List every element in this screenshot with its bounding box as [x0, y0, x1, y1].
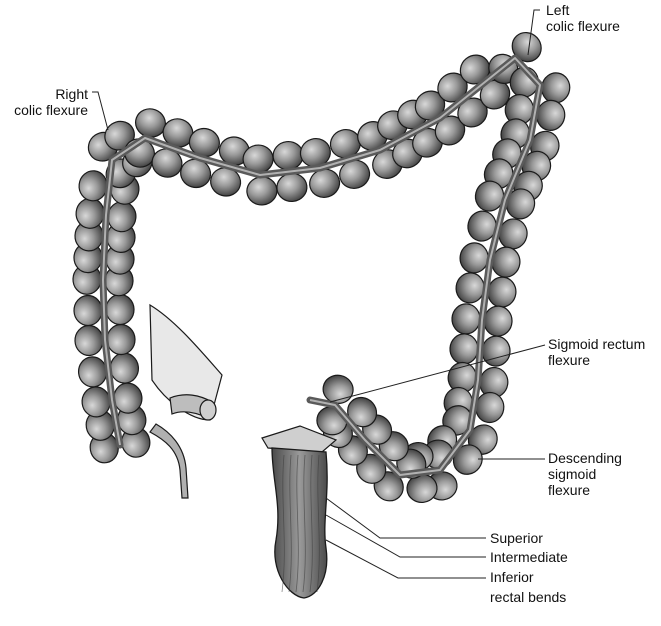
appendix: [149, 303, 223, 499]
label-left-colic-flexure: Left colic flexure: [546, 2, 620, 34]
label-right-colic-line1: Right: [55, 86, 88, 102]
haustrum: [451, 303, 481, 335]
taenia-coli-highlight: [102, 57, 541, 476]
rectum-body: [271, 447, 328, 599]
label-descending-line1: Descending: [548, 450, 622, 466]
rectum-top-cut: [261, 425, 338, 453]
haustrum: [481, 335, 511, 367]
rectum-muscle-fiber: [316, 454, 320, 593]
haustrum: [106, 323, 136, 356]
haustrum: [74, 324, 104, 357]
vermiform-appendix: [149, 423, 189, 499]
rectum-muscle-fiber: [295, 454, 299, 593]
haustrum: [449, 333, 479, 365]
haustrum: [541, 72, 571, 104]
haustrum: [246, 176, 278, 206]
taenia-band: [99, 54, 544, 479]
haustrum: [78, 170, 108, 202]
label-right-colic-line2: colic flexure: [14, 102, 88, 118]
rectum-muscle-fiber: [309, 454, 313, 593]
haustrum: [105, 293, 135, 326]
rectum: [261, 425, 338, 599]
leader-sigmoid-rectum: [329, 344, 546, 403]
label-left-colic-line2: colic flexure: [546, 18, 620, 34]
label-descending-line3: flexure: [548, 482, 591, 498]
rectum-muscle-fiber: [281, 454, 285, 593]
haustrum: [276, 172, 308, 203]
label-sigmoid-rectum-flexure: Sigmoid rectum flexure: [548, 336, 645, 368]
leader-inferior: [325, 539, 486, 579]
haustrum: [109, 352, 140, 384]
leader-left-colic: [527, 9, 540, 56]
label-rectal-bends: rectal bends: [490, 589, 567, 605]
colon-segments: [72, 31, 571, 504]
haustrum: [483, 305, 513, 337]
label-descending-sigmoid-flexure: Descending sigmoid flexure: [548, 450, 622, 498]
label-right-colic-flexure: Right colic flexure: [2, 86, 88, 118]
leader-right-colic: [92, 91, 109, 131]
ileum-opening: [199, 399, 217, 421]
rectum-muscle-fiber: [302, 454, 306, 593]
haustrum: [272, 140, 304, 171]
label-descending-line2: sigmoid: [548, 466, 597, 482]
rectum-muscle-fiber: [288, 454, 292, 593]
haustrum: [73, 294, 103, 327]
leader-intermediate: [325, 514, 486, 558]
label-superior: Superior: [490, 530, 543, 546]
haustrum: [77, 356, 108, 388]
label-sigmoid-rectum-line2: flexure: [548, 352, 591, 368]
mesentery: [149, 303, 223, 421]
leader-lines: [92, 9, 546, 579]
label-intermediate: Intermediate: [490, 549, 568, 565]
label-inferior: Inferior: [490, 569, 534, 585]
label-sigmoid-rectum-line1: Sigmoid rectum: [548, 336, 646, 352]
leader-superior: [325, 497, 486, 539]
label-left-colic-line1: Left: [546, 2, 570, 18]
